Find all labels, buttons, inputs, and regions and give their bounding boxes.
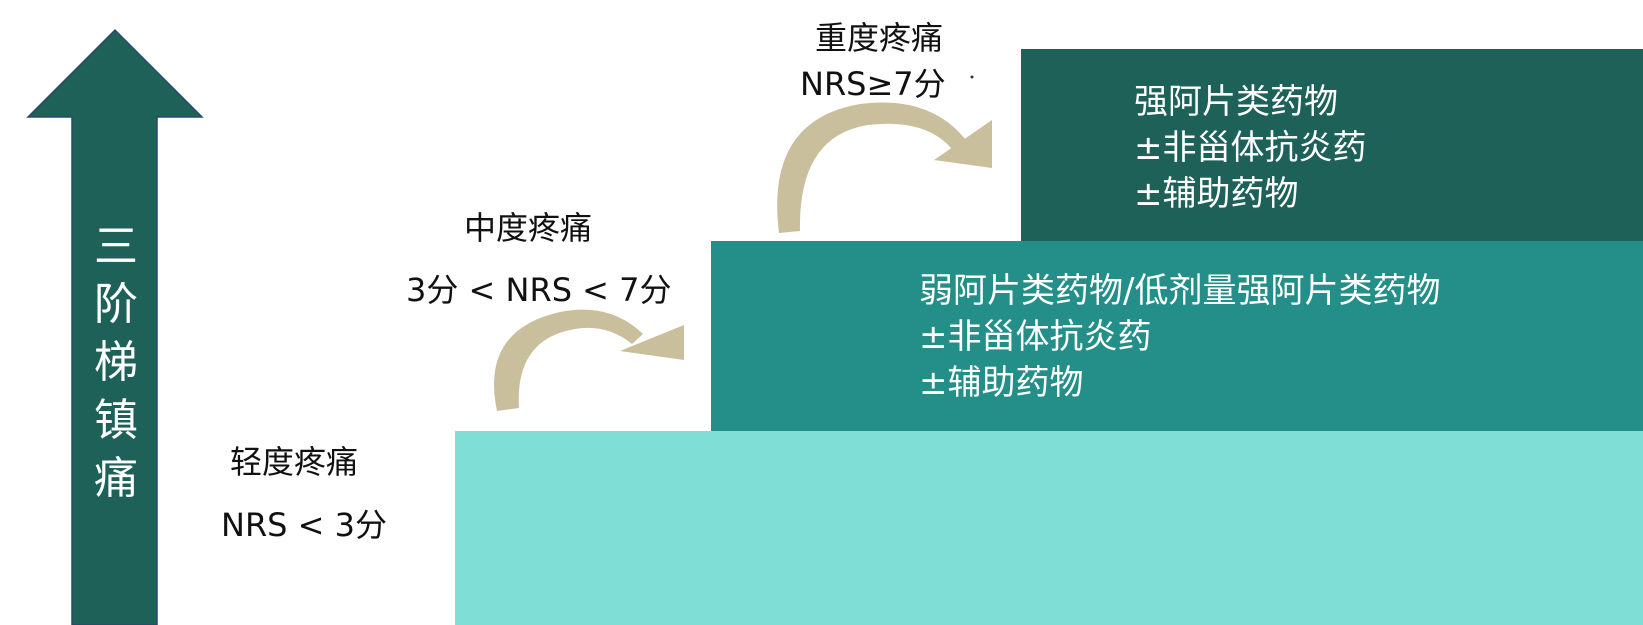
step-middle-line: ±非甾体抗炎药 — [919, 317, 1152, 357]
step-top-line: 强阿片类药物 — [1134, 82, 1338, 122]
moderate-pain-range: 3分 < NRS < 7分 — [406, 271, 672, 309]
mild-pain-title: 轻度疼痛 — [230, 443, 359, 481]
step-middle-line: ±辅助药物 — [919, 363, 1084, 403]
step-bottom — [455, 431, 1643, 625]
step-middle-line: 弱阿片类药物/低剂量强阿片类药物 — [919, 271, 1441, 311]
curved-arrow-icon — [777, 102, 992, 233]
dot-mark — [970, 75, 974, 79]
step-middle — [711, 241, 1643, 431]
step-bottom-line: 非甾体抗炎药 — [203, 507, 407, 547]
step-top-line: ±辅助药物 — [1134, 174, 1299, 214]
severe-pain-range: NRS≥7分 — [800, 65, 946, 103]
step-top — [1021, 49, 1643, 241]
step-bottom-text: 非甾体抗炎药 — [203, 504, 407, 550]
step-top-text: 强阿片类药物 ±非甾体抗炎药 ±辅助药物 — [1134, 79, 1367, 217]
step-top-line: ±非甾体抗炎药 — [1134, 128, 1367, 168]
up-arrow-icon — [26, 28, 204, 625]
curved-arrow-icon — [494, 309, 684, 411]
moderate-pain-title: 中度疼痛 — [464, 209, 593, 247]
ladder-title: 三 阶 梯 镇 痛 — [94, 221, 138, 504]
severe-pain-title: 重度疼痛 — [815, 19, 944, 57]
mild-pain-range: NRS < 3分 — [221, 506, 388, 544]
step-middle-text: 弱阿片类药物/低剂量强阿片类药物 ±非甾体抗炎药 ±辅助药物 — [919, 268, 1440, 406]
